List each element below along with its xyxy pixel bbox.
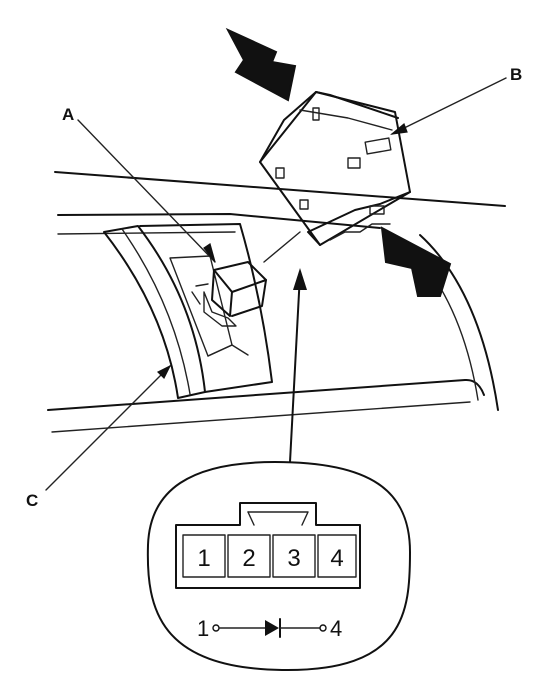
switch-unit	[259, 91, 411, 246]
diode-terminal-right: 4	[330, 616, 342, 641]
terminal-view	[146, 461, 411, 672]
diode-symbol	[212, 618, 327, 638]
leader-lines	[45, 77, 507, 491]
pin-label-1: 1	[197, 545, 210, 572]
push-arrow-top	[225, 27, 297, 102]
dashboard-panel	[47, 171, 506, 433]
pin-label-2: 2	[242, 545, 255, 572]
switch-bezel	[103, 223, 273, 399]
diode-icon	[265, 620, 279, 636]
callout-a: A	[62, 105, 74, 124]
pointer-arrow	[289, 268, 307, 463]
pin-label-3: 3	[287, 545, 300, 572]
diode-terminal-left: 1	[197, 616, 209, 641]
callout-c: C	[26, 491, 38, 510]
harness-connector	[191, 261, 267, 327]
push-arrow-bottom	[380, 226, 452, 297]
pin-label-4: 4	[330, 545, 343, 572]
callout-b: B	[510, 65, 522, 84]
